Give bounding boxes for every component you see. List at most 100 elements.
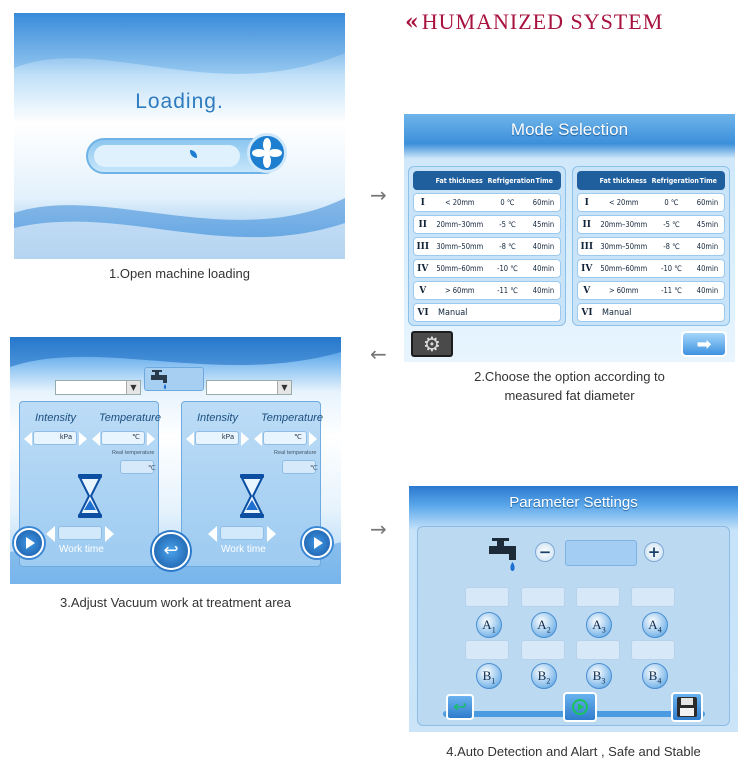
worktime-field[interactable] xyxy=(220,526,264,540)
play-icon xyxy=(314,537,323,549)
a4-button[interactable]: A4 xyxy=(642,612,668,638)
return-icon: ↩ xyxy=(163,540,179,561)
decrease-worktime-button[interactable] xyxy=(46,526,55,542)
decrease-intensity-button[interactable] xyxy=(24,432,32,446)
chevron-down-icon: ▼ xyxy=(126,381,140,394)
temperature-label: Temperature xyxy=(99,412,161,424)
decrease-worktime-button[interactable] xyxy=(208,526,217,542)
right-channel-panel: Intensity Temperature kPa ℃ Real tempera… xyxy=(181,401,323,567)
value-display xyxy=(565,540,637,566)
real-temperature-field xyxy=(120,460,154,474)
param-box-b1 xyxy=(465,640,509,660)
real-temperature-field xyxy=(282,460,316,474)
param-box-b2 xyxy=(521,640,565,660)
param-box-a3 xyxy=(576,587,620,607)
vacuum-adjust-screen: ▼ ▼ Intensity Temperature kPa ℃ Real tem… xyxy=(10,337,341,584)
b2-button[interactable]: B2 xyxy=(531,663,557,689)
worktime-field[interactable] xyxy=(58,526,102,540)
increase-worktime-button[interactable] xyxy=(105,526,114,542)
floppy-disk-icon xyxy=(677,697,697,717)
intensity-field[interactable]: kPa xyxy=(33,431,77,445)
b4-button[interactable]: B4 xyxy=(642,663,668,689)
b1-button[interactable]: B1 xyxy=(476,663,502,689)
table-header: Fat thickness Refrigeration Time xyxy=(413,171,561,190)
arrow-left-icon: ← xyxy=(370,342,387,366)
hourglass-icon xyxy=(240,474,264,518)
left-mode-select[interactable]: ▼ xyxy=(55,380,141,395)
faucet-indicator xyxy=(144,367,204,391)
param-box-b3 xyxy=(576,640,620,660)
increase-temperature-button[interactable] xyxy=(309,432,317,446)
next-button[interactable]: ➡ xyxy=(681,331,727,357)
increase-button[interactable]: + xyxy=(644,542,664,562)
table-header: Fat thickness Refrigeration Time xyxy=(577,171,725,190)
increase-temperature-button[interactable] xyxy=(147,432,155,446)
faucet-icon xyxy=(489,538,516,571)
header-title: HUMANIZED SYSTEM xyxy=(421,9,664,34)
b3-button[interactable]: B3 xyxy=(586,663,612,689)
screen-title: Parameter Settings xyxy=(509,494,638,511)
param-box-b4 xyxy=(631,640,675,660)
screen-title: Mode Selection xyxy=(510,120,629,139)
settings-button[interactable]: ⚙ xyxy=(411,331,453,357)
start-button[interactable] xyxy=(563,692,597,722)
increase-worktime-button[interactable] xyxy=(267,526,276,542)
temperature-field[interactable]: ℃ xyxy=(101,431,145,445)
back-button[interactable]: ↩ xyxy=(152,532,190,570)
increase-intensity-button[interactable] xyxy=(79,432,87,446)
loading-text: Loading. xyxy=(135,90,224,113)
wave-background xyxy=(14,13,345,259)
loading-screen: Loading. xyxy=(14,13,345,259)
return-icon: ↩ xyxy=(453,697,467,716)
left-start-button[interactable] xyxy=(14,528,44,558)
celsius-unit: ℃ xyxy=(148,465,156,472)
right-start-button[interactable] xyxy=(302,528,332,558)
gear-icon: ⚙ xyxy=(423,332,441,356)
decrease-button[interactable]: − xyxy=(535,542,555,562)
caption-3: 3.Adjust Vacuum work at treatment area xyxy=(60,595,291,610)
temperature-field[interactable]: ℃ xyxy=(263,431,307,445)
caption-1: 1.Open machine loading xyxy=(109,266,250,281)
mode-table-left: Fat thickness Refrigeration Time I< 20mm… xyxy=(408,166,566,326)
real-temperature-label: Real temperature xyxy=(274,450,317,456)
save-button[interactable] xyxy=(671,692,703,722)
back-button[interactable]: ↩ xyxy=(446,694,474,720)
decrease-temperature-button[interactable] xyxy=(254,432,262,446)
leaf-icon xyxy=(190,150,197,158)
celsius-unit: ℃ xyxy=(310,465,318,472)
param-box-a4 xyxy=(631,587,675,607)
right-mode-select[interactable]: ▼ xyxy=(206,380,292,395)
a1-button[interactable]: A1 xyxy=(476,612,502,638)
temperature-label: Temperature xyxy=(261,412,323,424)
caption-4: 4.Auto Detection and Alart , Safe and St… xyxy=(446,744,701,759)
arrow-right-icon: → xyxy=(370,183,387,207)
increase-intensity-button[interactable] xyxy=(241,432,249,446)
play-icon xyxy=(26,537,35,549)
a2-button[interactable]: A2 xyxy=(531,612,557,638)
brand-header: « HUMANIZED SYSTEM xyxy=(405,8,745,36)
intensity-field[interactable]: kPa xyxy=(195,431,239,445)
fan-icon xyxy=(247,133,287,173)
decrease-temperature-button[interactable] xyxy=(92,432,100,446)
decrease-intensity-button[interactable] xyxy=(186,432,194,446)
arrow-right-icon: → xyxy=(370,517,387,541)
play-icon xyxy=(572,699,588,715)
a3-button[interactable]: A3 xyxy=(586,612,612,638)
left-channel-panel: Intensity Temperature kPa ℃ Real tempera… xyxy=(19,401,161,567)
real-temperature-label: Real temperature xyxy=(112,450,155,456)
caption-2: 2.Choose the option according to measure… xyxy=(474,369,665,403)
intensity-label: Intensity xyxy=(35,412,76,424)
param-box-a2 xyxy=(521,587,565,607)
